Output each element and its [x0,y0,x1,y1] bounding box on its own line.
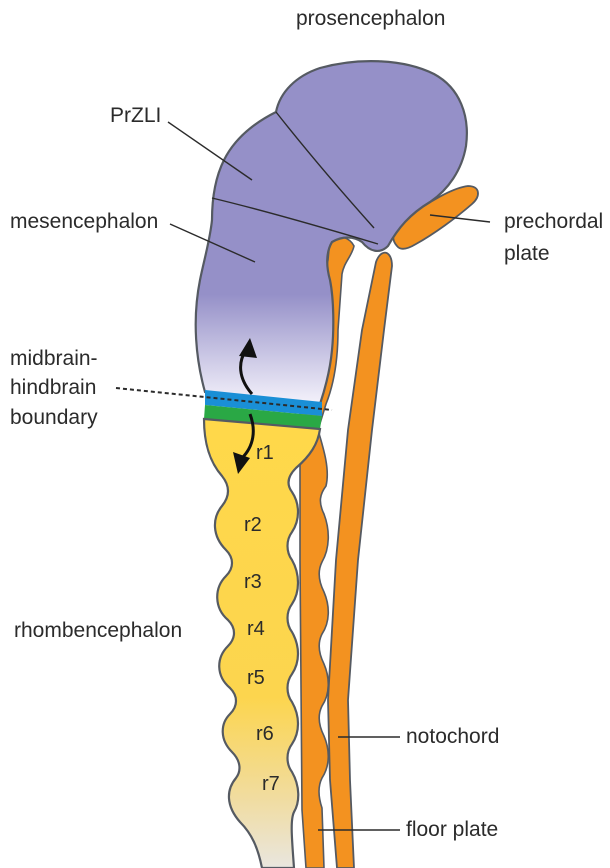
rhombomere-label: r7 [262,773,280,795]
label-mhb-1: midbrain- [10,347,98,370]
label-prechordal-1: prechordal [504,210,603,233]
rhombomere-label: r6 [256,723,274,745]
label-mhb-2: hindbrain [10,376,96,399]
label-prosencephalon: prosencephalon [296,7,445,30]
rhombomere-label: r1 [256,442,274,464]
label-floor-plate: floor plate [406,818,498,841]
label-przli: PrZLI [110,104,161,127]
label-rhombencephalon: rhombencephalon [14,619,182,642]
rhombomere-label: r5 [247,667,265,689]
rhombomere-label: r2 [244,514,262,536]
rhombomere-label: r3 [244,571,262,593]
label-prechordal-2: plate [504,242,550,265]
rhombomere-label: r4 [247,618,265,640]
label-notochord: notochord [406,725,499,748]
label-mhb-3: boundary [10,406,98,429]
label-mesencephalon: mesencephalon [10,210,158,233]
